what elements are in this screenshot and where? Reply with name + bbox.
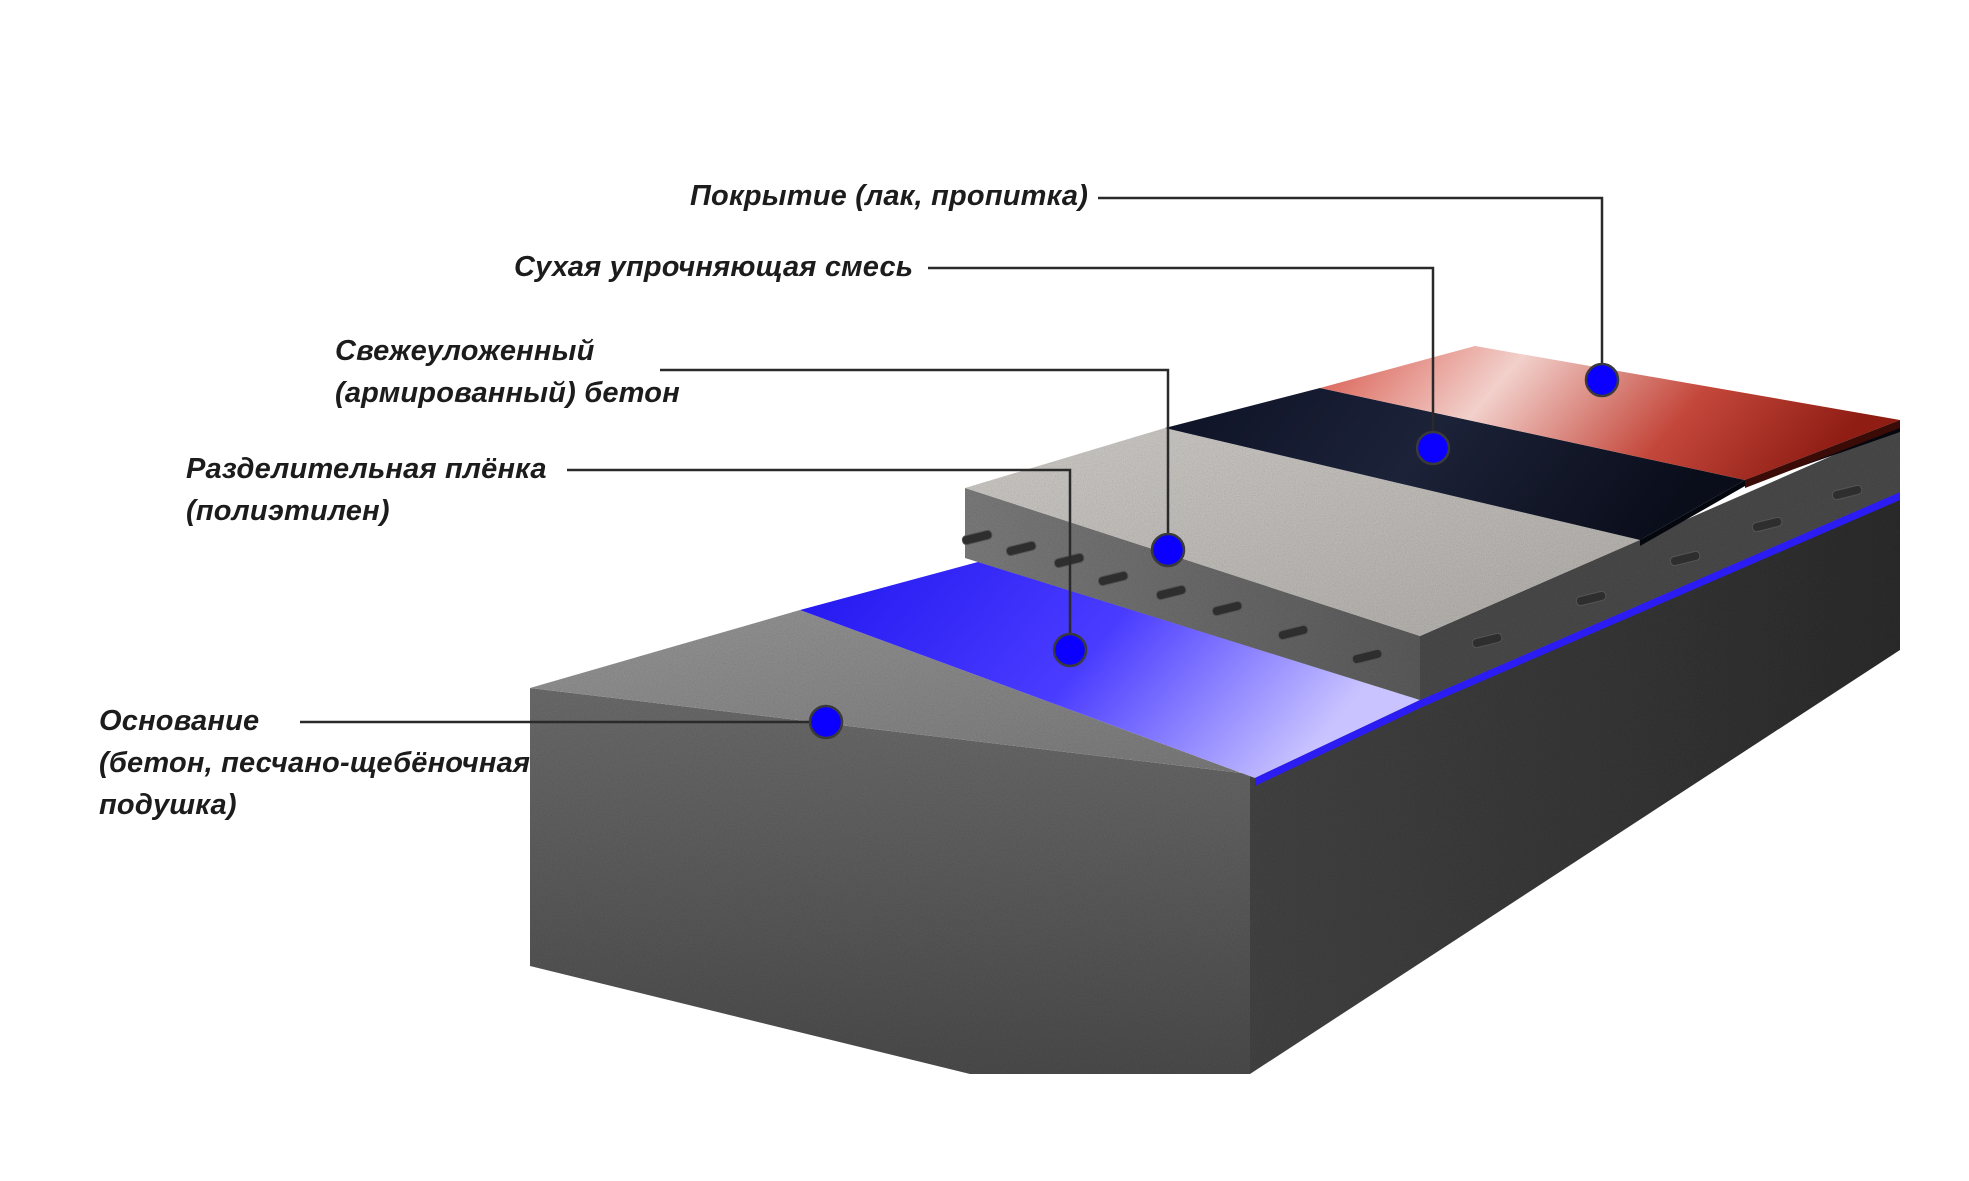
label-base-line-1: Основание (99, 705, 260, 737)
label-film-line-2: (полиэтилен) (186, 495, 390, 527)
label-coating: Покрытие (лак, пропитка) (690, 175, 1088, 217)
label-hardener-line-1: Сухая упрочняющая смесь (514, 251, 914, 283)
rebar-ends (961, 484, 1863, 665)
concrete-right-face (1420, 426, 1900, 700)
label-base-line-2: (бетон, песчано-щебёночная (99, 747, 531, 779)
hardener-top-face (1165, 388, 1745, 540)
label-concrete-line-1: Свежеуложенный (335, 335, 595, 367)
concrete-side-face (965, 488, 1420, 700)
label-base-line-3: подушка) (99, 789, 237, 821)
base-layer (530, 424, 1900, 1074)
label-coating-line-1: Покрытие (лак, пропитка) (690, 180, 1089, 212)
coating-layer (1320, 346, 1900, 488)
marker-concrete (1150, 532, 1186, 568)
base-front-face (530, 688, 1250, 1074)
label-hardener: Сухая упрочняющая смесь (514, 246, 913, 288)
label-film-line-1: Разделительная плёнка (186, 453, 547, 485)
marker-base (808, 704, 844, 740)
coating-top-face (1320, 346, 1900, 480)
marker-hardener (1415, 430, 1451, 466)
base-right-face (1250, 424, 1900, 1074)
leader-line-concrete (660, 368, 1170, 550)
film-top-face (800, 556, 1420, 778)
markers (808, 362, 1620, 740)
base-top-face (530, 610, 1255, 778)
concrete-top-face (965, 428, 1640, 636)
leader-line-film (567, 468, 1072, 650)
leader-lines (300, 196, 1604, 724)
leader-line-hardener (928, 266, 1435, 448)
leader-line-coating (1098, 196, 1604, 380)
marker-film (1052, 632, 1088, 668)
label-concrete: Свежеуложенный (армированный) бетон (335, 330, 680, 414)
film-edge (1255, 492, 1900, 786)
concrete-layer (961, 426, 1900, 700)
marker-coating (1584, 362, 1620, 398)
label-film: Разделительная плёнка (полиэтилен) (186, 448, 547, 532)
film-layer (800, 492, 1900, 786)
label-concrete-line-2: (армированный) бетон (335, 377, 680, 409)
coating-edge (1745, 420, 1900, 488)
label-base: Основание (бетон, песчано-щебёночная под… (99, 700, 530, 826)
